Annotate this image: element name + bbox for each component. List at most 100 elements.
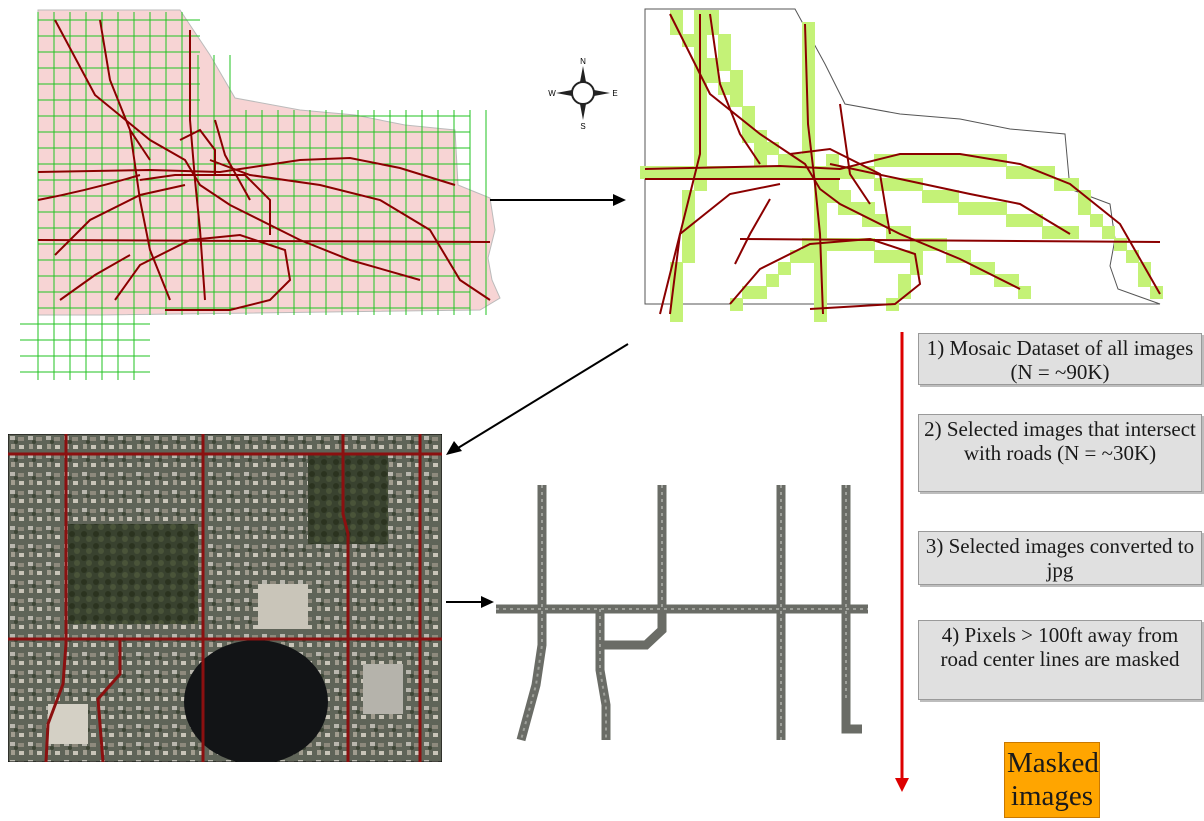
selected-tile (730, 298, 743, 311)
selected-tile (754, 142, 767, 155)
selected-tile (814, 214, 827, 227)
compass-needle-west (556, 90, 572, 96)
selected-tile (1042, 226, 1055, 239)
selected-tile (742, 286, 755, 299)
selected-tile (814, 178, 827, 191)
selected-tile (910, 154, 923, 167)
selected-tile (802, 94, 815, 107)
selected-tile (742, 106, 755, 119)
selected-tile (898, 154, 911, 167)
selected-tile (814, 310, 827, 322)
step-3-text: Selected images converted to jpg (948, 534, 1195, 582)
selected-tile (682, 250, 695, 263)
compass-south-label: S (580, 122, 585, 130)
selected-tile (814, 202, 827, 215)
commercial-building (258, 584, 308, 629)
selected-tile (802, 58, 815, 71)
commercial-building (48, 704, 88, 744)
selected-tile (922, 154, 935, 167)
compass-rose: N S W E (548, 56, 618, 130)
selected-tile (670, 298, 683, 311)
compass-ring (571, 81, 595, 105)
selected-tile (802, 70, 815, 83)
selected-tile (718, 34, 731, 47)
step-4-box: 4) Pixels > 100ft away from road center … (918, 620, 1202, 700)
selected-tile (790, 166, 803, 179)
selected-tile (730, 82, 743, 95)
masked-images-result-box: Masked images (1004, 742, 1100, 818)
masked-road-strips (496, 485, 868, 742)
selected-tile (994, 202, 1007, 215)
selected-tile (802, 34, 815, 47)
masked-road-texture (496, 485, 868, 741)
arrow-grid-to-selected (488, 190, 628, 210)
selected-tile (934, 154, 947, 167)
selected-tile (1150, 286, 1163, 299)
selected-tile (802, 22, 815, 35)
selected-tile (802, 250, 815, 263)
selected-tile (754, 166, 767, 179)
selected-tile (706, 70, 719, 83)
selected-tiles-map (640, 4, 1200, 322)
selected-tile (826, 154, 839, 167)
selected-tile (934, 190, 947, 203)
selected-tile (862, 238, 875, 251)
selected-tile (946, 190, 959, 203)
road-network (37, 19, 491, 311)
compass-north-label: N (580, 57, 586, 66)
selected-tile (874, 250, 887, 263)
compass-needle-south (580, 104, 586, 120)
lake (184, 640, 328, 762)
selected-tile (730, 70, 743, 83)
step-2-box: 2) Selected images that intersect with r… (918, 414, 1202, 492)
selected-tile (766, 166, 779, 179)
step-2-number: 2) (924, 417, 942, 441)
compass-needle-north (580, 66, 586, 82)
selected-tile (850, 202, 863, 215)
selected-tile (754, 154, 767, 167)
selected-tile (826, 178, 839, 191)
selected-tile (682, 166, 695, 179)
arrow-imagery-to-masked (444, 592, 496, 612)
selected-tile (742, 130, 755, 143)
commercial-building (363, 664, 403, 714)
selected-tile (754, 130, 767, 143)
selected-tile (1066, 226, 1079, 239)
selected-tile (694, 166, 707, 179)
step-1-box: 1) Mosaic Dataset of all images (N = ~90… (918, 333, 1202, 385)
selected-tile (694, 178, 707, 191)
selected-tile (766, 142, 779, 155)
selected-tile (1006, 214, 1019, 227)
selected-tile (754, 286, 767, 299)
step-4-number: 4) (941, 623, 960, 647)
selected-tile (898, 250, 911, 263)
selected-tile (778, 262, 791, 275)
selected-tile (682, 238, 695, 251)
compass-east-label: E (612, 89, 617, 98)
selected-tile (886, 178, 899, 191)
county-outline (37, 9, 501, 316)
selected-tile (862, 202, 875, 215)
selected-tile (718, 58, 731, 71)
step-3-box: 3) Selected images converted to jpg (918, 531, 1202, 585)
selected-tile (1006, 166, 1019, 179)
step-2-text: Selected images that intersect with road… (946, 417, 1196, 465)
selected-tile (1138, 274, 1151, 287)
selected-tile (970, 202, 983, 215)
selected-tile (706, 166, 719, 179)
selected-tile (1090, 214, 1103, 227)
selected-tile (898, 274, 911, 287)
result-label: Masked images (1007, 747, 1099, 812)
selected-tile (946, 154, 959, 167)
selected-tile (898, 286, 911, 299)
selected-tile (922, 190, 935, 203)
selected-tile (766, 274, 779, 287)
selected-tile (874, 178, 887, 191)
selected-tile (958, 202, 971, 215)
selected-tile (778, 166, 791, 179)
county-tile-grid-map (0, 0, 505, 385)
selected-tile (670, 274, 683, 287)
selected-tile (718, 166, 731, 179)
forest-patch (68, 524, 198, 624)
selected-tile (874, 214, 887, 227)
